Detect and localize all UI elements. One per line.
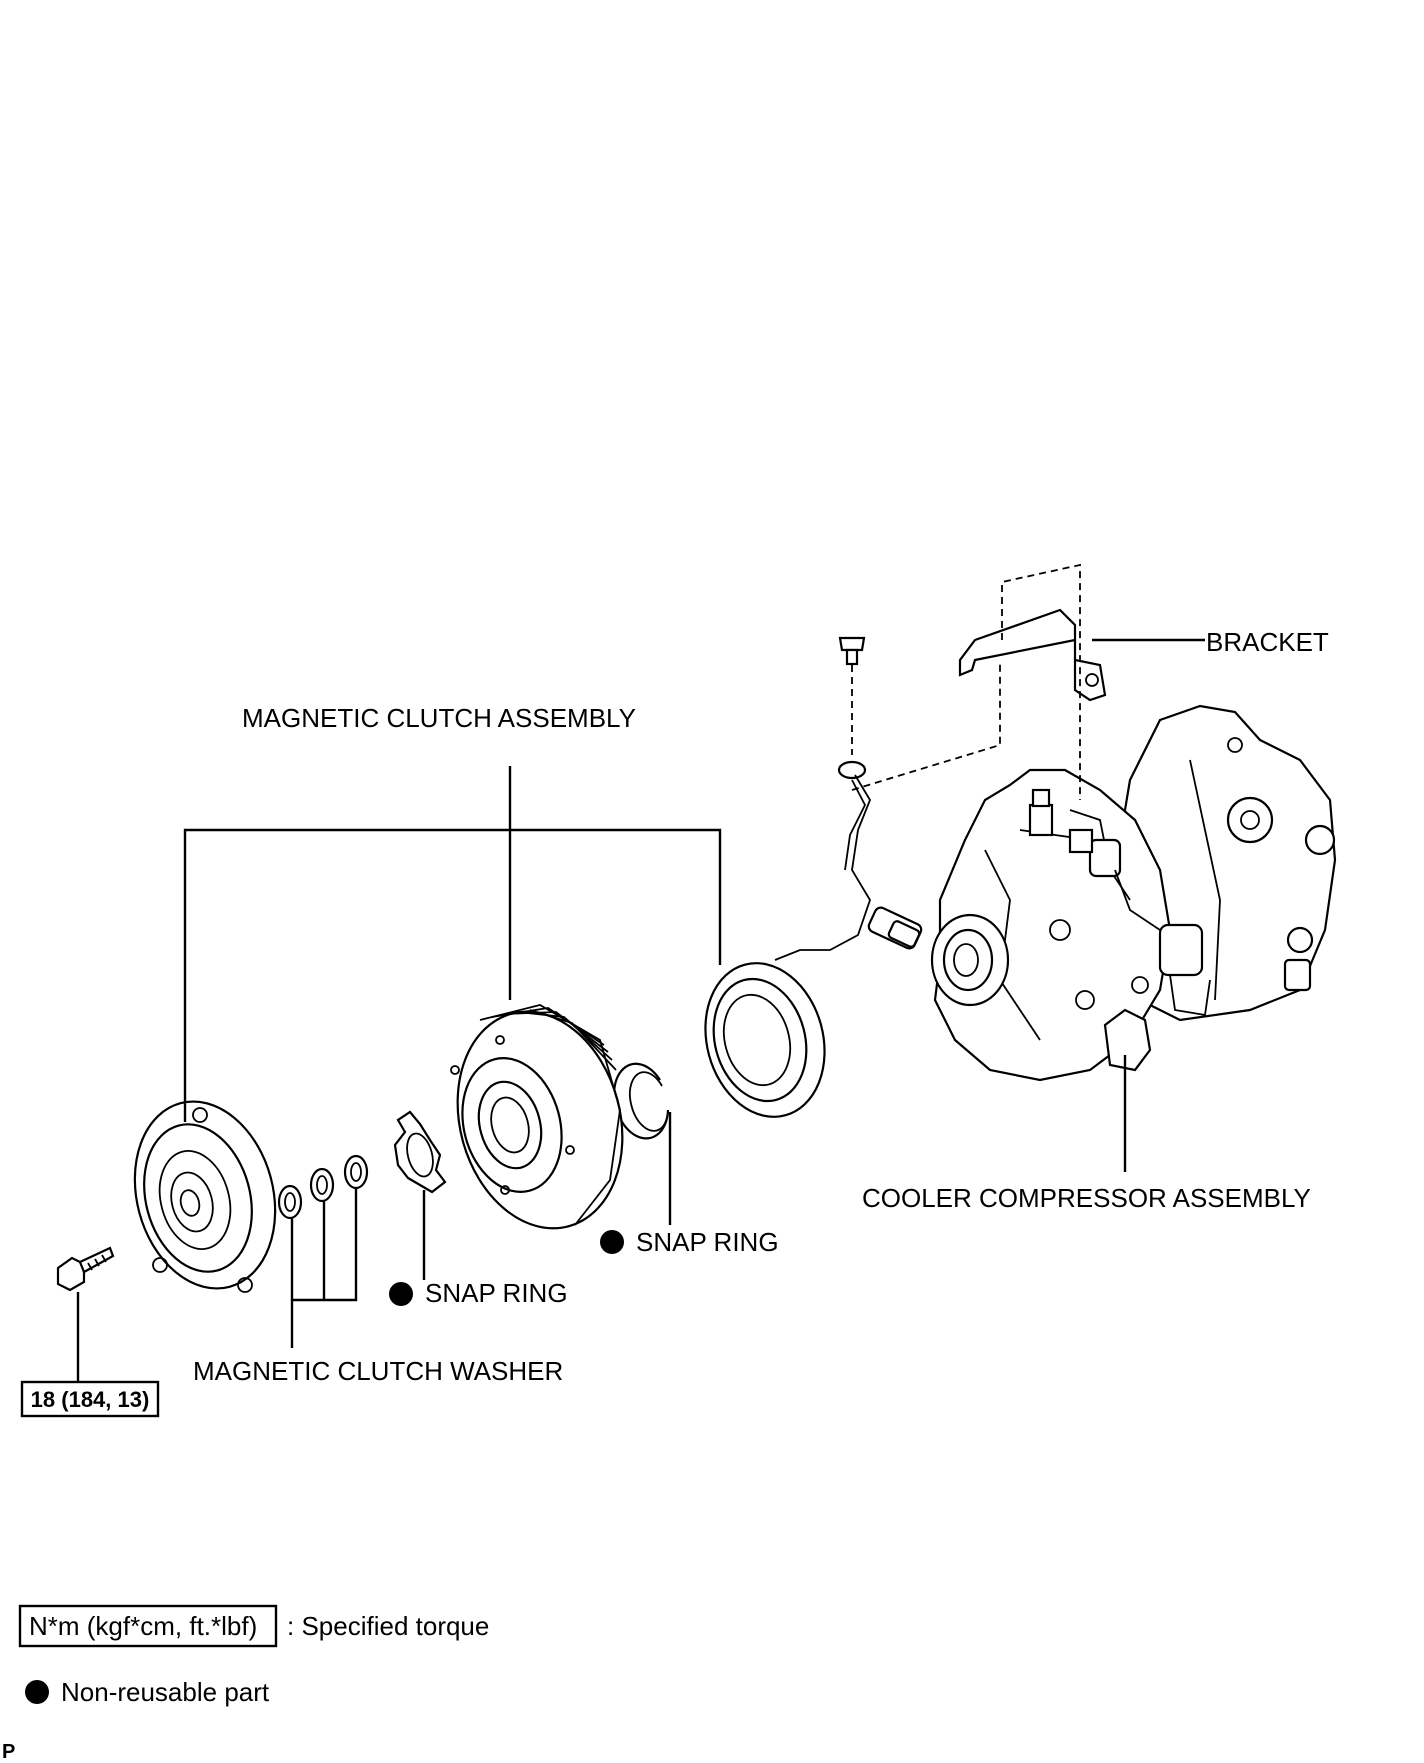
non-reusable-marker [389, 1282, 413, 1306]
snap-ring-left-label: SNAP RING [425, 1278, 568, 1308]
ground-screw [837, 636, 867, 780]
magnetic-clutch-pulley [450, 1004, 624, 1230]
legend: N*m (kgf*cm, ft.*lbf) : Specified torque… [18, 1604, 489, 1707]
torque-value: 18 (184, 13) [31, 1387, 150, 1412]
magnetic-clutch-washer-label: MAGNETIC CLUTCH WASHER [193, 1356, 563, 1386]
bracket-label: BRACKET [1206, 627, 1329, 657]
corner-mark: P [2, 1741, 15, 1763]
magnetic-clutch-washers [277, 1154, 369, 1220]
bolt [56, 1246, 115, 1292]
bracket [958, 608, 1107, 702]
cooler-compressor-assembly-label: COOLER COMPRESSOR ASSEMBLY [862, 1183, 1311, 1213]
non-reusable-marker [600, 1230, 624, 1254]
snap-ring-right-label: SNAP RING [636, 1227, 779, 1257]
non-reusable-legend-text: Non-reusable part [61, 1677, 270, 1707]
assembly-dashed-lines [851, 563, 1081, 800]
leader-lines [76, 638, 1205, 1382]
torque-legend-desc: : Specified torque [287, 1611, 489, 1641]
torque-legend-box [18, 1604, 278, 1648]
magnetic-clutch-coil [704, 774, 923, 1118]
non-reusable-legend-marker [25, 1680, 49, 1704]
magnetic-clutch-hub [133, 1100, 277, 1293]
torque-value-box [20, 1380, 160, 1418]
cooler-compressor-assembly [930, 704, 1337, 1082]
torque-legend-unit: N*m (kgf*cm, ft.*lbf) [29, 1611, 257, 1641]
magnetic-clutch-assembly-label: MAGNETIC CLUTCH ASSEMBLY [242, 703, 636, 733]
snap-ring-left [393, 1110, 447, 1194]
